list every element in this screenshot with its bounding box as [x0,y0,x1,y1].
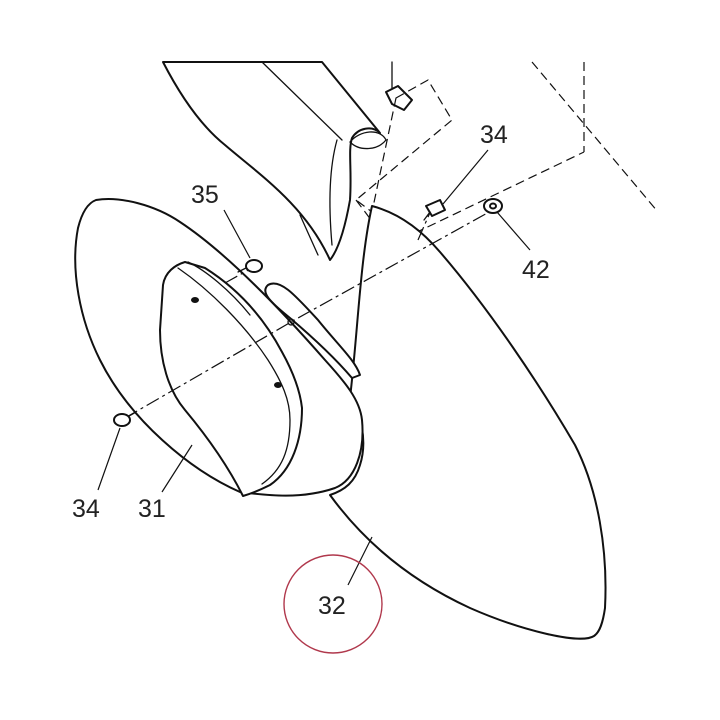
screw-34-bottom-shank [128,411,137,417]
upper-frame-panel [162,61,381,261]
bracket-hole-bottom [274,382,282,388]
leader-31 [161,444,193,493]
screw-34-bottom-head [113,413,131,427]
bracket-part-31 [159,261,303,497]
bracket-hole-top [191,297,199,303]
highlight-ring [283,554,383,654]
frame-rib [349,131,387,150]
top-clip [385,61,413,111]
leader-42 [496,211,531,251]
bracket-body [159,261,303,497]
screw-35 [237,259,263,273]
leader-32 [347,536,373,586]
clip-body [385,85,413,111]
frame-tube [329,139,338,246]
frame-edge-line [261,61,343,141]
leader-34-bottom [97,427,121,491]
bracket-inner-edge [177,267,291,485]
screw-35-shank [237,267,247,273]
screw-34-bottom [113,411,137,427]
assembly-dashed-box-upper [355,79,453,214]
callout-34-bottom: 34 [72,495,100,523]
leader-35 [223,209,251,259]
screw-34-top-shank [423,211,431,221]
callout-34-top: 34 [480,121,508,149]
frame-structure [162,61,387,261]
washer-42 [483,198,503,214]
assembly-line-main [124,205,501,419]
callout-32: 32 [318,592,346,620]
callout-31: 31 [138,495,166,523]
screw-35-head [245,259,263,273]
callout-42: 42 [522,256,550,284]
screw-34-top [423,199,446,221]
mounting-hole [287,318,295,326]
washer-42-hole [489,202,497,210]
callout-35: 35 [191,181,219,209]
leader-34-top [442,149,489,205]
frame-lower-line [299,214,319,256]
assembly-dashed-right-diagonal [531,61,659,213]
bracket-fold-line [187,261,251,316]
